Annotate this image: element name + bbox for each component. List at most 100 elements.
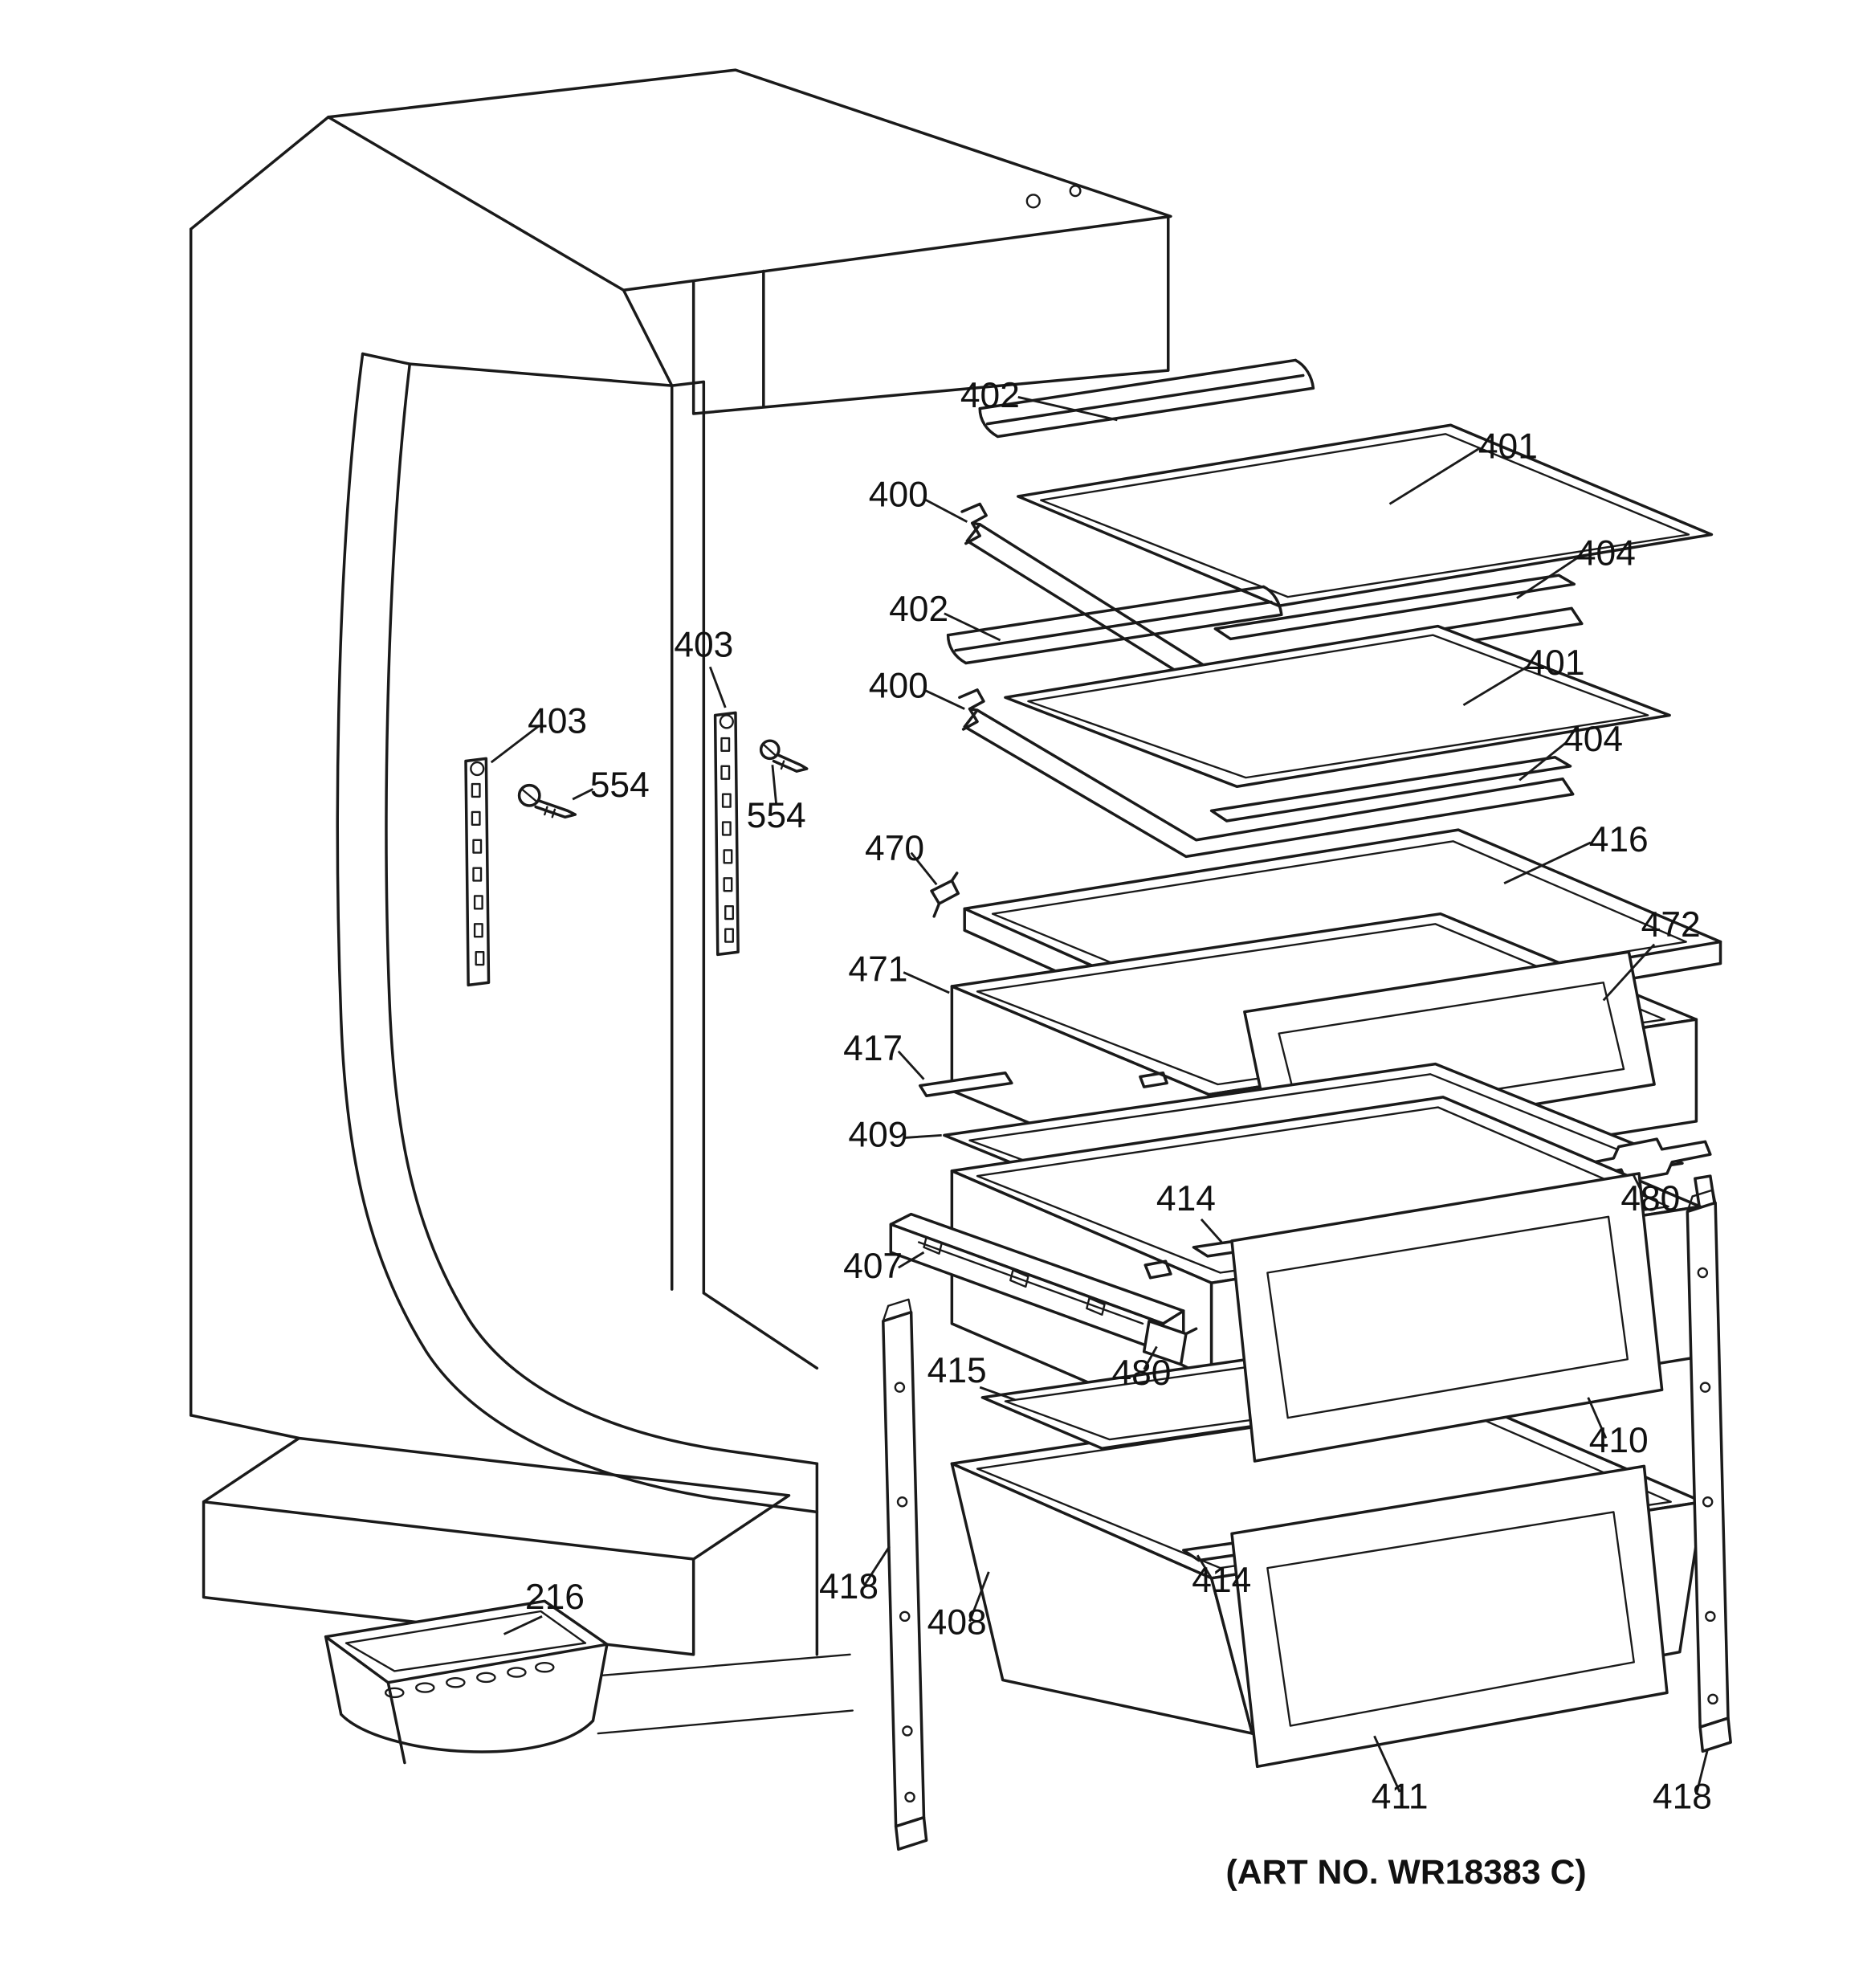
bin-slot <box>446 1676 466 1688</box>
liner-corner-edges <box>670 380 819 1656</box>
leader-line <box>1602 943 1656 1002</box>
part-label-480-center: 480 <box>1111 1353 1171 1393</box>
cabinet-top-edges <box>622 214 1170 415</box>
trim-bar <box>978 358 1315 439</box>
rail-hole <box>1702 1496 1714 1508</box>
shelf-rail-404-lower <box>1209 756 1572 823</box>
glass-shelf-401-lower <box>1004 624 1671 788</box>
shelf-rail-404-upper <box>1213 574 1576 641</box>
cabinet-left-wall <box>189 116 330 1417</box>
leader-line <box>490 725 540 764</box>
rail-hole <box>1697 1267 1709 1279</box>
rail-slot <box>472 839 483 854</box>
drawer-latch <box>1139 1071 1168 1088</box>
leader-line <box>708 666 727 708</box>
panel-outer <box>1230 1172 1664 1463</box>
clip-470 <box>930 872 960 918</box>
leader-line <box>923 497 968 523</box>
shelf-frame-400-lower <box>958 688 1575 859</box>
rail-slot <box>473 895 483 910</box>
part-label-402-upper: 402 <box>960 376 1020 415</box>
rail-hole <box>899 1610 911 1623</box>
rail-hole <box>1705 1610 1716 1623</box>
liner-inner-edge <box>385 362 819 1465</box>
rail-hole <box>894 1382 906 1393</box>
part-label-403-left: 403 <box>528 702 587 741</box>
leader-line <box>923 688 965 710</box>
leader-line <box>1200 1219 1223 1243</box>
part-label-417: 417 <box>843 1029 903 1068</box>
trim-417 <box>918 1071 1013 1098</box>
rail-slot <box>471 810 481 826</box>
part-label-416: 416 <box>1589 820 1649 859</box>
part-label-410: 410 <box>1589 1421 1649 1460</box>
rail-slot <box>472 867 483 882</box>
part-label-414-upper: 414 <box>1156 1179 1216 1219</box>
rail-foot <box>894 1815 928 1851</box>
rail-slot <box>724 928 734 943</box>
part-label-407: 407 <box>843 1247 903 1286</box>
rail-bar <box>1209 756 1572 823</box>
storage-bin-216 <box>324 1599 609 1765</box>
mounting-rail-403-right <box>713 711 740 957</box>
rail-hole <box>904 1791 915 1803</box>
part-label-409: 409 <box>848 1116 907 1155</box>
leader-line <box>1462 666 1528 707</box>
leader-line <box>771 765 778 805</box>
part-label-408: 408 <box>927 1603 987 1643</box>
part-label-414-lower: 414 <box>1192 1561 1251 1600</box>
part-label-418-right: 418 <box>1653 1778 1712 1817</box>
panel-inner <box>1266 1215 1629 1419</box>
leader-line <box>968 1571 990 1623</box>
part-label-471: 471 <box>848 950 907 990</box>
part-label-216: 216 <box>525 1578 585 1617</box>
part-label-472: 472 <box>1641 905 1701 945</box>
liner-outer-edge <box>336 352 819 1514</box>
glass-edge <box>1027 634 1649 779</box>
leader-line <box>572 788 594 801</box>
glass-shelf-401-upper <box>1017 423 1714 607</box>
part-label-404-upper: 404 <box>1576 534 1636 574</box>
side-rail-418-left <box>882 1298 928 1851</box>
screw-shaft <box>534 798 577 818</box>
rail-slot <box>720 765 731 780</box>
rail-slot <box>471 782 481 798</box>
screw-slot <box>762 743 777 757</box>
art-number: (ART NO. WR18383 C) <box>1226 1853 1587 1892</box>
rail-detail <box>917 1235 1144 1325</box>
bin-slot <box>384 1687 405 1699</box>
part-label-554-right: 554 <box>747 796 806 835</box>
rail-slot <box>473 923 483 938</box>
rail-hole <box>1699 1382 1711 1393</box>
side-rail-418-right <box>1686 1189 1732 1753</box>
part-labels: 402 401 400 404 402 401 400 404 403 403 … <box>525 376 1712 1892</box>
trim-bar <box>918 1071 1013 1098</box>
part-label-418-left: 418 <box>819 1567 879 1606</box>
part-label-402-lower: 402 <box>889 590 948 629</box>
leader-line <box>1519 742 1567 782</box>
drawer-rail-407 <box>889 1212 1185 1353</box>
drawer-front-411 <box>1230 1464 1669 1769</box>
rail-stud <box>470 761 485 777</box>
part-label-401-lower: 401 <box>1525 643 1584 683</box>
panel-outer <box>1230 1464 1669 1769</box>
leader-line <box>903 971 950 994</box>
screw-554-left <box>517 783 577 818</box>
leader-line <box>1017 395 1118 422</box>
leader-line <box>1388 447 1481 505</box>
leader-line <box>1143 1345 1158 1370</box>
bin-slot <box>476 1672 496 1684</box>
drawer-inner-rim <box>976 923 1665 1086</box>
clip-outline <box>930 872 960 918</box>
rail-hole <box>896 1496 908 1508</box>
trim-bar <box>946 585 1283 665</box>
rail-slot <box>721 793 732 808</box>
leader-line <box>1503 841 1592 884</box>
part-label-411: 411 <box>1372 1778 1429 1817</box>
rail-hole <box>902 1725 913 1737</box>
part-label-480-right: 480 <box>1620 1179 1680 1219</box>
leader-line <box>944 612 1001 642</box>
part-label-554-left: 554 <box>590 765 650 805</box>
screw-threads <box>780 760 785 770</box>
